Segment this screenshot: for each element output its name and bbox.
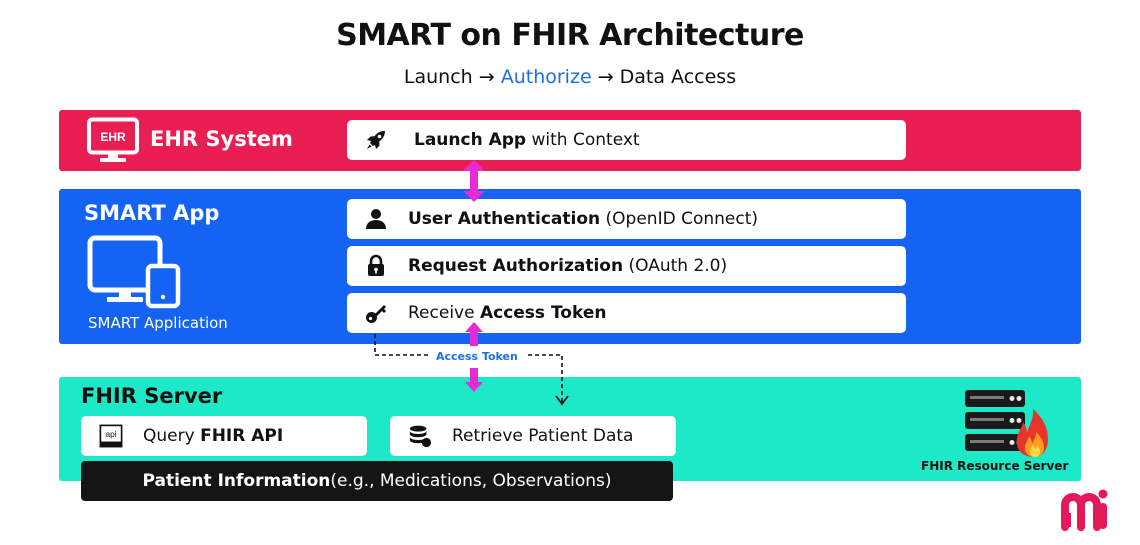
ehr-icon-text: EHR xyxy=(100,130,126,144)
page-title: SMART on FHIR Architecture xyxy=(336,18,804,53)
access-token-down-arrow xyxy=(465,368,483,392)
ehr-monitor-icon: EHR xyxy=(87,117,139,162)
launch-app-bold: Launch App xyxy=(414,130,527,150)
fhir-resource-server-caption: FHIR Resource Server xyxy=(921,459,1069,473)
receive-access-token-bold: Access Token xyxy=(479,303,607,323)
fhir-server-label: FHIR Server xyxy=(81,384,223,408)
access-token-dashed-path xyxy=(374,334,569,406)
user-authentication-bold: User Authentication xyxy=(408,209,601,229)
subtitle-step-data-access: Data Access xyxy=(619,66,737,88)
request-authorization-rest: (OAuth 2.0) xyxy=(623,256,728,276)
user-authentication-rest: (OpenID Connect) xyxy=(600,209,758,229)
access-token-up-arrow xyxy=(465,322,483,346)
brand-logo-icon xyxy=(1061,489,1108,531)
smart-application-caption: SMART Application xyxy=(88,314,228,332)
receive-access-token-pre: Receive xyxy=(408,303,480,323)
user-authentication-card: User Authentication (OpenID Connect) xyxy=(347,199,906,239)
lock-icon xyxy=(364,254,388,278)
receive-access-token-card: Receive Access Token xyxy=(347,293,906,333)
retrieve-patient-data-text: Retrieve Patient Data xyxy=(452,426,634,446)
monitor-phone-icon xyxy=(87,235,181,309)
subtitle-arrow: → xyxy=(478,66,495,88)
subtitle-arrow: → xyxy=(597,66,614,88)
request-authorization-card: Request Authorization (OAuth 2.0) xyxy=(347,246,906,286)
flow-subtitle: Launch → Authorize → Data Access xyxy=(0,66,1140,88)
smart-app-label: SMART App xyxy=(84,201,220,225)
patient-information-rest: (e.g., Medications, Observations) xyxy=(330,471,612,491)
launch-app-card: Launch App with Context xyxy=(347,120,906,160)
server-fire-icon xyxy=(965,390,1048,457)
patient-information-bold: Patient Information xyxy=(142,471,331,491)
launch-app-rest: with Context xyxy=(526,130,640,150)
key-icon xyxy=(364,301,388,325)
api-icon: api xyxy=(99,424,123,448)
retrieve-patient-data-card: Retrieve Patient Data xyxy=(390,416,676,456)
rocket-icon xyxy=(364,128,388,152)
patient-information-bar: Patient Information (e.g., Medications, … xyxy=(81,461,673,501)
query-fhir-api-card: api Query FHIR API xyxy=(81,416,367,456)
ehr-system-label: EHR System xyxy=(150,127,293,151)
launch-double-arrow xyxy=(463,160,485,202)
query-fhir-api-bold: FHIR API xyxy=(200,426,284,446)
access-token-label: Access Token xyxy=(434,350,520,363)
database-icon xyxy=(408,424,432,448)
query-fhir-api-pre: Query xyxy=(143,426,201,446)
subtitle-step-authorize: Authorize xyxy=(500,66,592,88)
request-authorization-bold: Request Authorization xyxy=(408,256,624,276)
subtitle-step-launch: Launch xyxy=(403,66,473,88)
api-icon-text: api xyxy=(105,429,116,439)
user-icon xyxy=(364,207,388,231)
